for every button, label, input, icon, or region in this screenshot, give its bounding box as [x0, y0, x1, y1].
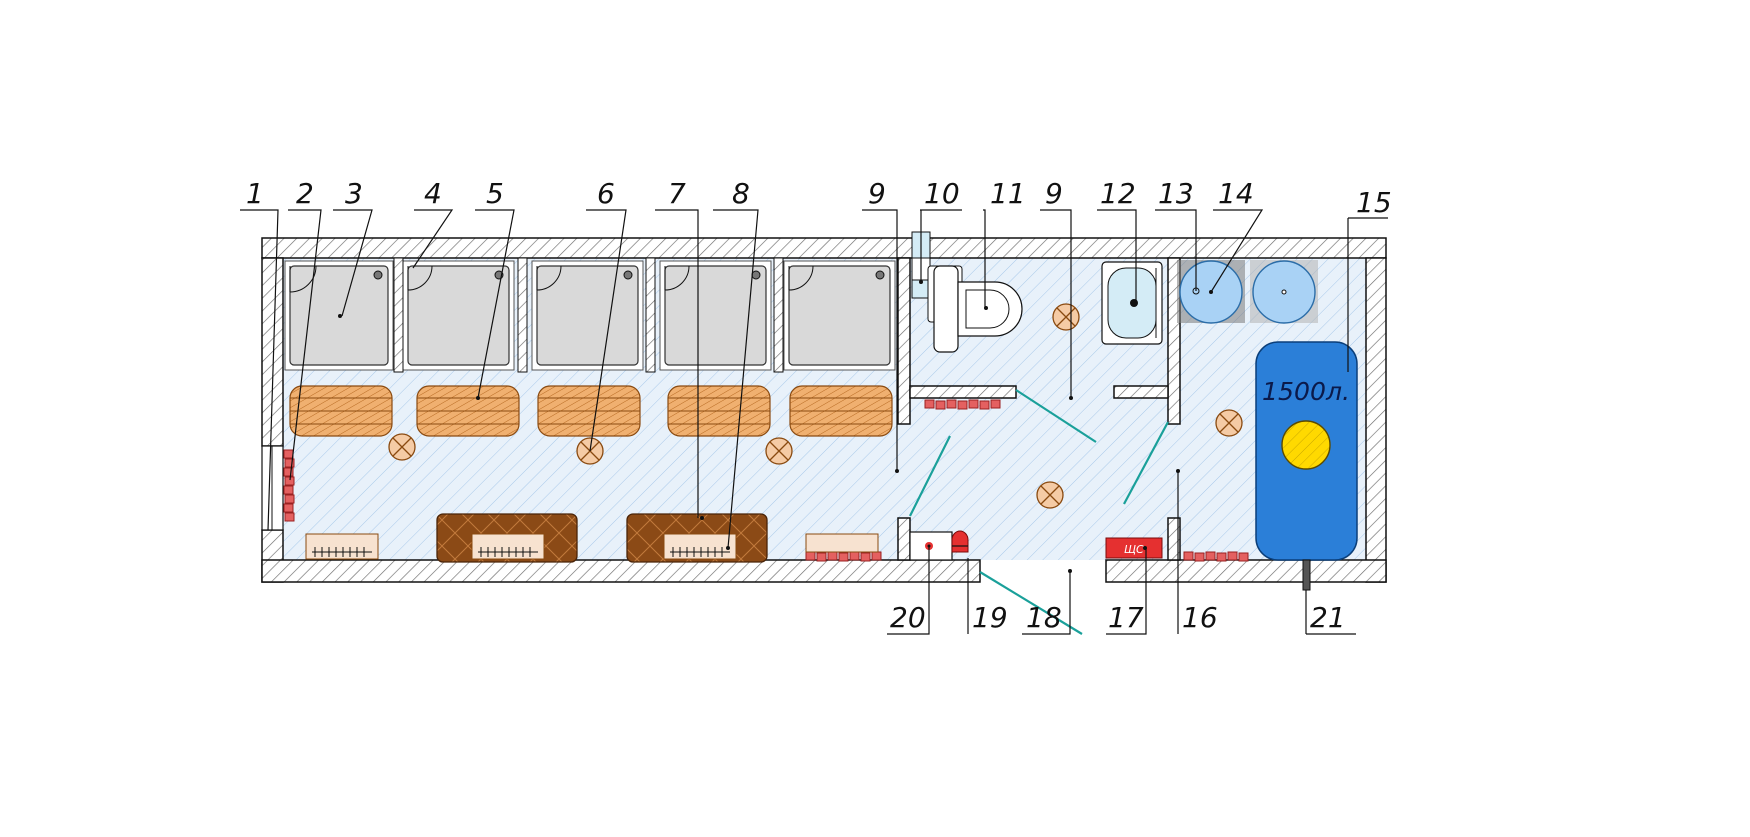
callout-19: 19 — [972, 601, 1008, 634]
callout-14: 14 — [1218, 177, 1254, 210]
bottom-wall-right — [1105, 559, 1387, 583]
callout-5: 5 — [486, 177, 504, 210]
heater — [471, 533, 545, 560]
lamp-icon — [1036, 481, 1064, 509]
callout-4: 4 — [424, 177, 442, 210]
shower-stall — [402, 260, 515, 371]
lamp-icon — [765, 437, 793, 465]
bench — [667, 385, 771, 437]
heaters — [305, 533, 879, 560]
bottom-wall-left — [261, 559, 981, 583]
right-wall — [1365, 257, 1387, 583]
toilet-room — [911, 231, 1023, 353]
basin — [1252, 260, 1316, 324]
left-wall-upper — [261, 257, 284, 447]
shower-stall — [531, 260, 644, 371]
panel-label: ЩС — [1124, 543, 1144, 556]
callout-9b: 9 — [1045, 177, 1063, 210]
bench — [416, 385, 520, 437]
callout-17: 17 — [1108, 601, 1144, 634]
partition-room-right-b — [1113, 385, 1169, 399]
lamp-icon — [1052, 303, 1080, 331]
bench — [289, 385, 393, 437]
radiators — [283, 399, 1249, 562]
tank-volume-label: 1500л. — [1262, 377, 1350, 406]
radiator — [924, 399, 1001, 410]
lobby-equipment — [909, 530, 969, 561]
lamp-icon — [388, 433, 416, 461]
shower-stalls — [284, 257, 896, 373]
top-wall — [261, 237, 1387, 259]
door-swings — [909, 389, 1169, 635]
bench — [789, 385, 893, 437]
partition-lobby-stub — [897, 517, 911, 561]
callout-16: 16 — [1182, 601, 1218, 634]
callout-9a: 9 — [868, 177, 886, 210]
callout-20: 20 — [890, 601, 926, 634]
callout-11: 11 — [990, 177, 1026, 210]
heater — [305, 533, 379, 560]
sink-cabinet — [1101, 261, 1163, 345]
drain-pipe — [1302, 559, 1311, 591]
stall-divider — [393, 257, 404, 373]
callout-21: 21 — [1310, 601, 1346, 634]
bench — [537, 385, 641, 437]
partition-right-stub — [1167, 517, 1181, 561]
window — [261, 445, 284, 531]
callout-6: 6 — [597, 177, 615, 210]
shower-stall — [659, 260, 772, 371]
callout-12: 12 — [1100, 177, 1136, 210]
radiator — [283, 449, 295, 522]
callout-1: 1 — [246, 177, 264, 210]
lamp-icon — [1215, 409, 1243, 437]
callout-13: 13 — [1158, 177, 1194, 210]
callout-3: 3 — [345, 177, 363, 210]
callout-labels: 1 2 3 4 5 6 7 8 9 10 11 9 12 13 14 15 20… — [246, 177, 1392, 634]
callout-leaders — [240, 209, 1388, 635]
stall-divider — [773, 257, 784, 373]
callout-10: 10 — [924, 177, 960, 210]
benches — [289, 385, 893, 437]
electrical-panel: ЩС — [1105, 537, 1163, 559]
stall-divider — [517, 257, 528, 373]
radiator — [1183, 551, 1249, 562]
stall-divider — [645, 257, 656, 373]
tank-hatch-icon — [1281, 420, 1331, 470]
callout-2: 2 — [296, 177, 314, 210]
partition-toilet-bottom — [909, 385, 1017, 399]
callout-7: 7 — [668, 177, 686, 210]
callout-15: 15 — [1356, 186, 1392, 219]
partition-showers-toilet — [897, 257, 911, 425]
outer-walls — [261, 237, 1387, 583]
shower-stall — [284, 260, 394, 371]
shower-stall — [783, 260, 896, 371]
callout-18: 18 — [1026, 601, 1062, 634]
heater — [805, 533, 879, 553]
heater — [663, 533, 737, 560]
fire-extinguisher — [951, 530, 969, 553]
toilet-tank — [933, 265, 959, 353]
water-tank: 1500л. — [1255, 341, 1358, 591]
callout-8: 8 — [732, 177, 750, 210]
ceiling-lamps — [388, 303, 1243, 509]
radiator — [805, 551, 882, 562]
